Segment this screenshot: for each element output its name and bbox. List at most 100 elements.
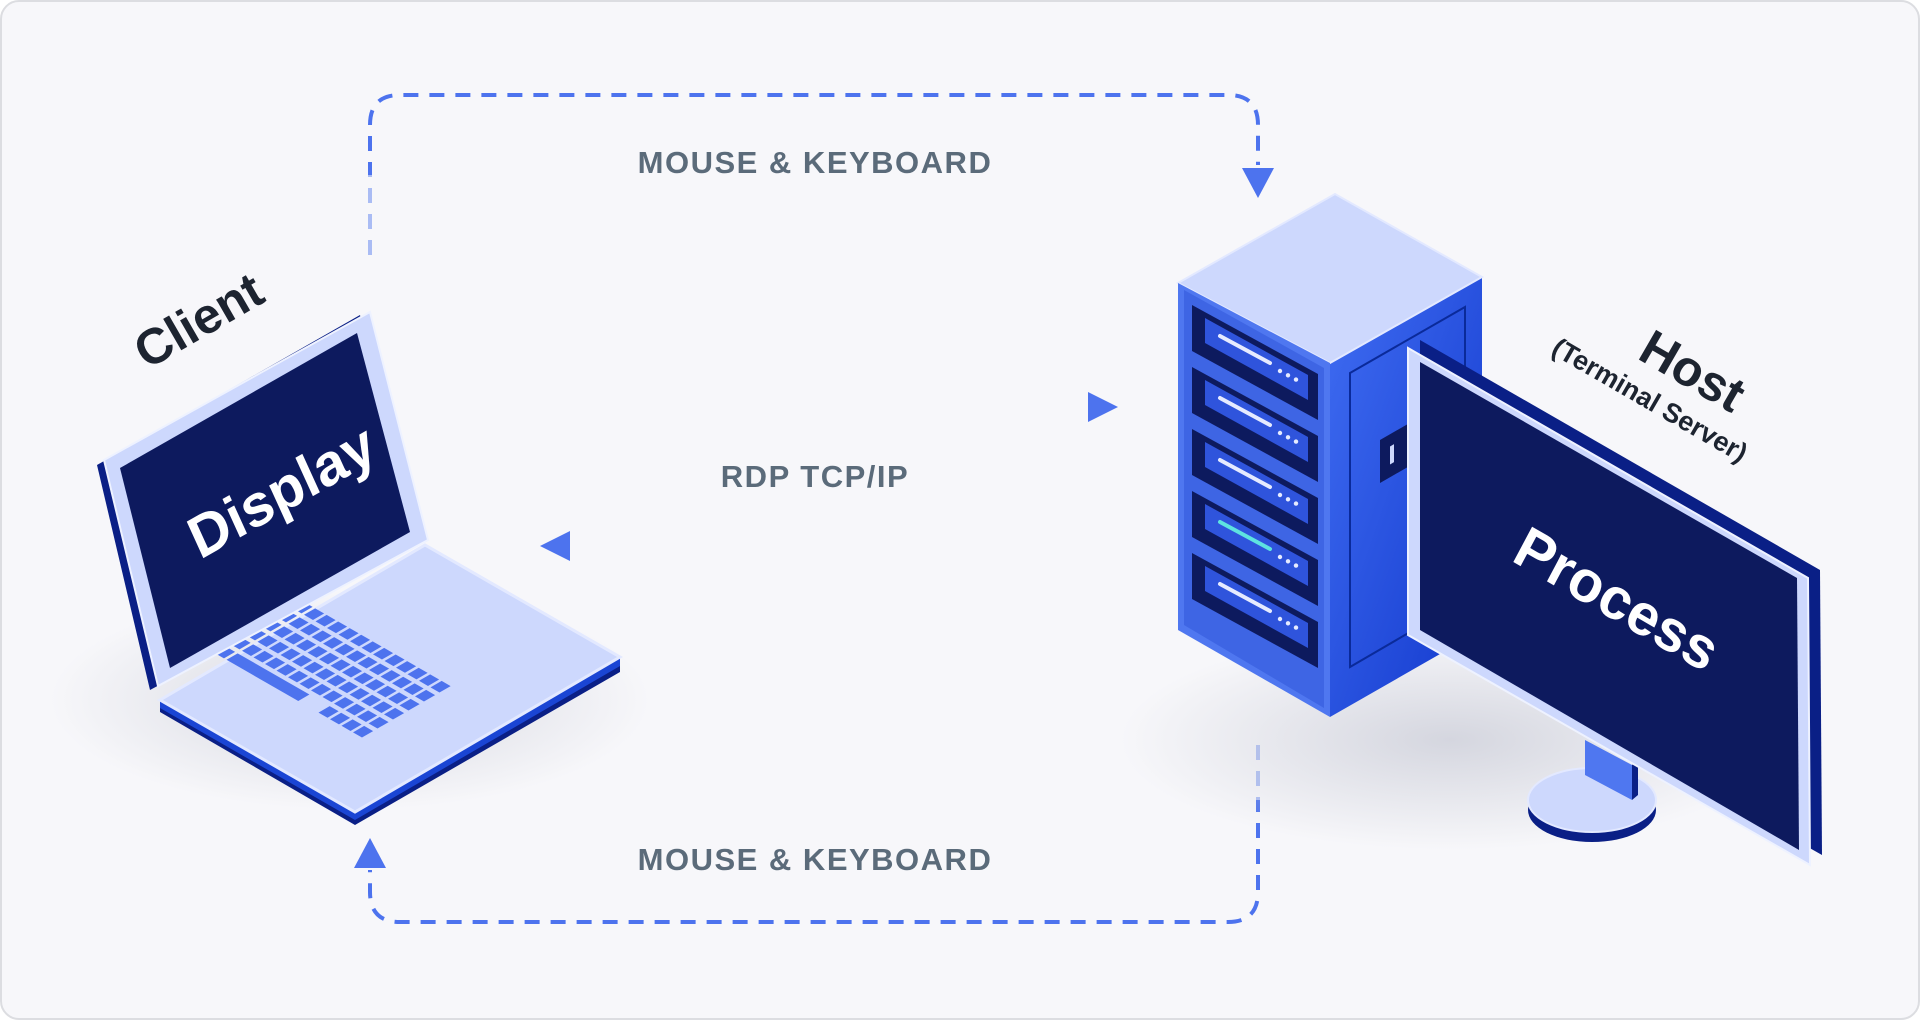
rack-led [1285,621,1291,626]
laptop-screen [120,333,410,668]
keyboard-key [276,664,297,676]
rack-led [1277,430,1283,436]
host-monitor: Process [1407,340,1822,867]
keyboard-key [350,634,371,647]
keyboard-key [330,659,351,671]
keyboard-key [349,688,370,700]
keyboard-key [415,689,436,702]
keyboard-key [372,701,393,713]
keyboard-key [257,635,278,647]
monitor-screen [1420,362,1799,850]
arrow-down-icon [1242,168,1274,198]
client-laptop: Display [50,310,650,825]
keyboard-key [384,654,405,667]
keyboard-key [296,639,317,652]
top-flow-label: MOUSE & KEYBOARD [638,145,993,180]
keyboard-key [346,650,367,662]
rack-panel [1205,380,1308,462]
keyboard-key [273,626,294,638]
keyboard-key [419,674,440,686]
rack-led [1277,554,1283,560]
bottom-flow-label: MOUSE & KEYBOARD [638,842,993,877]
keyboard-key [307,646,328,658]
keyboard-key [396,661,417,673]
keyboard-key [392,676,413,689]
keyboard-key [288,670,309,683]
keyboard-key [311,630,332,643]
keyboard-key [334,643,355,656]
keyboard-key [246,628,267,641]
rack-led [1277,492,1283,498]
rack-indicator-bar [1218,582,1272,613]
top-input-connector [367,93,1274,255]
keyboard-key [357,710,378,722]
keyboard-key [369,663,390,676]
keyboard-key [430,680,451,693]
rack-led [1293,439,1299,444]
keyboard-key [288,617,309,629]
keyboard-key [388,692,409,704]
keyboard-key [322,690,343,703]
monitor-neck [1585,740,1632,800]
keyboard-key [399,698,420,711]
keyboard-key [384,707,405,720]
rack-led [1285,497,1291,502]
keyboard-key [315,614,336,627]
keyboard-key [361,641,382,653]
rack-indicator-bar [1218,458,1272,489]
keyboard-key [345,703,366,716]
rack-indicator-bar [1218,396,1272,427]
rack-indicator-bar [1218,520,1272,551]
keyboard-key [292,655,313,667]
keyboard-key [303,661,324,674]
rack-led [1285,373,1291,378]
rack-led [1285,435,1291,440]
arrow-right-icon [1088,392,1118,422]
keyboard-key [341,719,362,731]
arrow-up-icon [354,838,386,868]
keyboard-key [353,725,374,738]
keyboard-key [280,648,301,661]
keyboard-key [265,657,286,670]
keyboard-key [330,712,351,725]
rack-led [1293,377,1299,382]
rack-panel [1205,566,1308,648]
keyboard-key [242,644,263,656]
keyboard-key [284,632,305,645]
keyboard-key [365,679,386,691]
keyboard-key [361,694,382,707]
server-racks [1192,305,1318,668]
keyboard-key [380,670,401,682]
rack-led [1293,563,1299,568]
keyboard-key [407,667,428,680]
keyboard-key [215,646,236,659]
server-top-face [1175,192,1485,365]
rack-led [1277,616,1283,622]
keyboard-key [269,641,290,654]
keyboard-key [338,628,359,640]
keyboard-key [323,637,344,649]
keyboard-key [353,672,374,685]
keyboard-key [304,608,325,620]
keyboard-key [357,656,378,669]
rack-led [1293,625,1299,630]
rack-indicator-bar [1218,334,1272,365]
rdp-request-connector [488,392,1118,422]
rdp-response-connector [540,531,1095,561]
rack-led [1285,559,1291,564]
rack-led [1277,368,1283,374]
keyboard-key [327,621,348,634]
keyboard-key [342,665,363,678]
keyboard-key [373,647,394,660]
rack-panel [1205,442,1308,524]
keyboard-key [376,685,397,698]
keyboard-key [300,623,321,636]
keyboard-key [326,674,347,687]
keyboard-key [403,683,424,695]
keyboard-key [318,706,339,718]
keyboard-key [368,716,389,729]
keyboard-key [299,677,320,689]
arrow-left-icon [540,531,570,561]
